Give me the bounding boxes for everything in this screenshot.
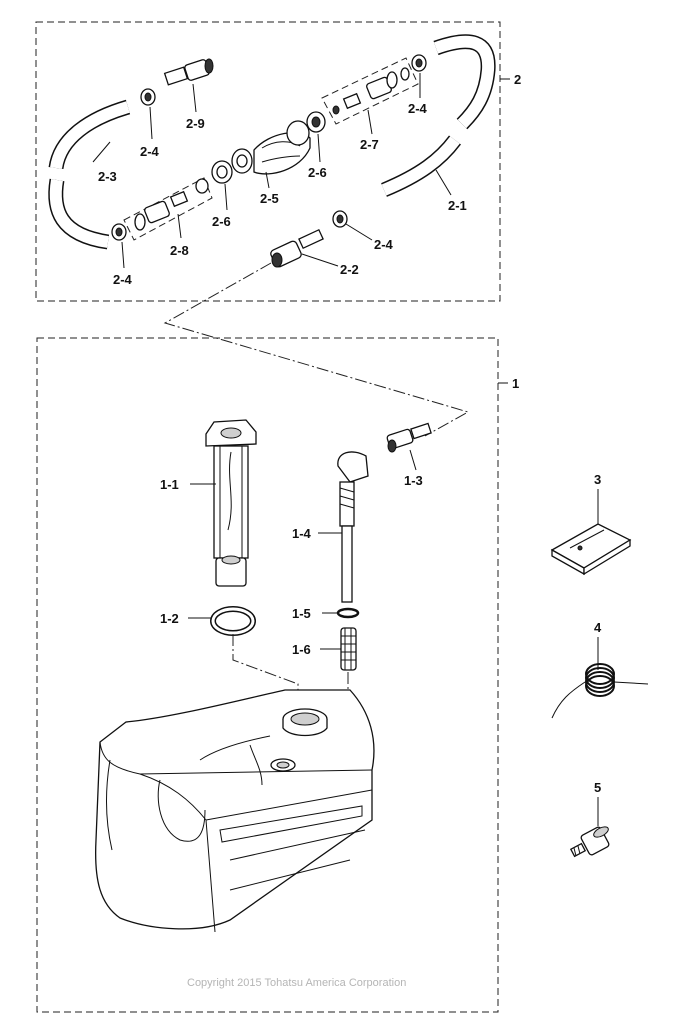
- label-2-1: 2-1: [448, 198, 467, 213]
- valve-2-8-enclosure: [123, 177, 213, 241]
- valve-2-7: [332, 67, 410, 115]
- filter-1-6: [340, 627, 357, 671]
- bracket-3: [550, 523, 632, 576]
- label-2-4-c: 2-4: [113, 272, 133, 287]
- label-5: 5: [594, 780, 601, 795]
- valve-2-7-enclosure: [321, 57, 419, 125]
- label-2-3: 2-3: [98, 169, 117, 184]
- clip-2-4-c: [111, 223, 127, 241]
- label-group-2: 2: [514, 72, 521, 87]
- label-2-6-a: 2-6: [308, 165, 327, 180]
- connector-2-9: [163, 58, 214, 86]
- ferrule-2-6-b: [211, 160, 233, 184]
- label-4: 4: [594, 620, 602, 635]
- primer-bulb-2-5: [231, 111, 326, 175]
- fuel-tank: [94, 689, 375, 933]
- label-1-5: 1-5: [292, 606, 311, 621]
- label-1-4: 1-4: [292, 526, 312, 541]
- label-2-8: 2-8: [170, 243, 189, 258]
- group-1-box: [36, 337, 499, 1013]
- o-ring-1-5: [336, 607, 360, 619]
- pickup-tube-1-4: [337, 451, 369, 603]
- clip-2-4-b: [411, 54, 427, 72]
- clip-2-4-a: [140, 88, 156, 106]
- elbow-connector-1-3: [386, 422, 432, 453]
- valve-2-8: [134, 178, 209, 231]
- label-1-1: 1-1: [160, 477, 179, 492]
- connector-2-2: [270, 228, 324, 268]
- link-line: [163, 262, 470, 437]
- o-ring-1-2: [210, 606, 256, 636]
- plug-5: [569, 826, 610, 858]
- label-2-4-a: 2-4: [140, 144, 160, 159]
- group-2-box: [35, 21, 501, 302]
- label-2-7: 2-7: [360, 137, 379, 152]
- spring-4: [551, 663, 649, 719]
- label-2-2: 2-2: [340, 262, 359, 277]
- fuel-gauge-1-1: [205, 419, 257, 587]
- copyright-text: Copyright 2015 Tohatsu America Corporati…: [187, 977, 406, 989]
- label-1-3: 1-3: [404, 473, 423, 488]
- label-2-6-b: 2-6: [212, 214, 231, 229]
- clip-2-4-d: [332, 210, 348, 228]
- label-2-5: 2-5: [260, 191, 279, 206]
- label-2-9: 2-9: [186, 116, 205, 131]
- label-2-4-b: 2-4: [408, 101, 428, 116]
- label-3: 3: [594, 472, 601, 487]
- label-2-4-d: 2-4: [374, 237, 394, 252]
- label-1-2: 1-2: [160, 611, 179, 626]
- label-group-1: 1: [512, 376, 519, 391]
- label-1-6: 1-6: [292, 642, 311, 657]
